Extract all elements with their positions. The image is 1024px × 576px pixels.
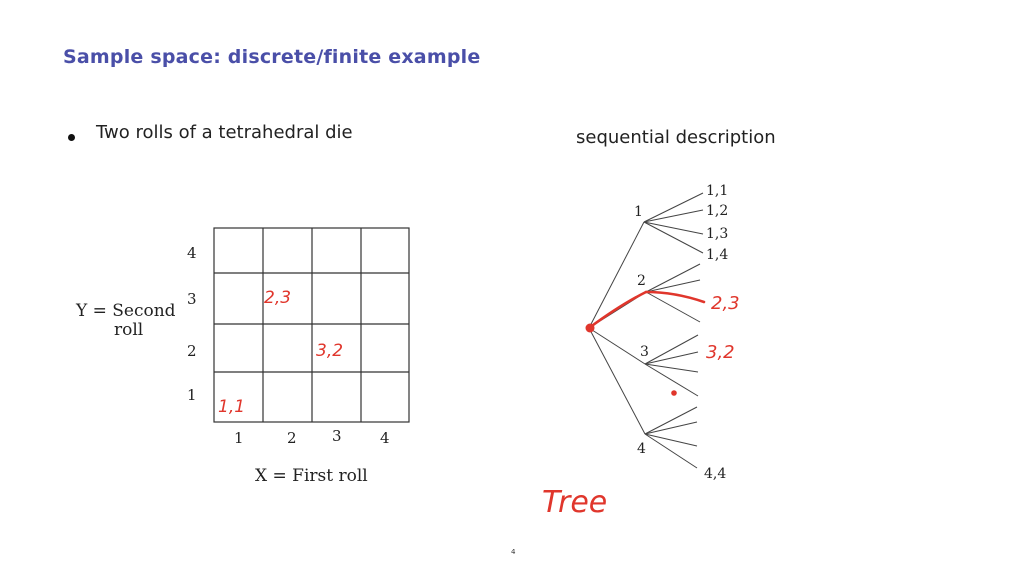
bullet-icon xyxy=(68,134,75,141)
sequential-description-label: sequential description xyxy=(576,127,776,148)
leaf-1-3: 1,3 xyxy=(706,226,728,242)
tree-caption: Tree xyxy=(542,485,607,520)
tree-branch xyxy=(644,406,698,435)
x-axis-label: X = First roll xyxy=(255,466,368,486)
leaf-1-4: 1,4 xyxy=(706,247,728,263)
leaf-1-2: 1,2 xyxy=(706,203,728,219)
tree-branch xyxy=(645,263,701,293)
tree-branch xyxy=(644,363,699,397)
y-tick-4: 4 xyxy=(187,244,197,262)
x-tick-4: 4 xyxy=(380,429,390,447)
x-tick-1: 1 xyxy=(234,429,244,447)
tree-node-1: 1 xyxy=(634,204,643,220)
highlight-branch-root xyxy=(587,290,648,330)
tree-branch xyxy=(643,221,704,235)
tree-leaf-labels: 1,1 1,2 1,3 1,4 4,4 xyxy=(704,183,728,482)
root-node-dot xyxy=(585,323,595,333)
y-tick-2: 2 xyxy=(187,342,197,360)
tree-node-4: 4 xyxy=(637,441,646,457)
annotation-1-1: 1,1 xyxy=(218,397,245,417)
leaf-4-4: 4,4 xyxy=(704,466,726,482)
y-tick-1: 1 xyxy=(187,386,197,404)
annotation-3-2: 3,2 xyxy=(316,341,343,361)
tree-branch xyxy=(643,221,704,254)
tree-branch xyxy=(644,421,698,435)
tree-branch xyxy=(645,291,701,323)
annotation-2-3: 2,3 xyxy=(264,288,291,308)
y-tick-labels: 4 3 2 1 xyxy=(187,244,197,404)
y-tick-3: 3 xyxy=(187,290,197,308)
tree-annotation-2-3: 2,3 xyxy=(711,293,740,314)
page-number: 4 xyxy=(511,548,516,556)
tree-branch xyxy=(643,192,704,223)
highlight-dot xyxy=(671,390,677,396)
tree-branch xyxy=(588,221,645,329)
tree-branch xyxy=(644,334,699,365)
tree-node-2: 2 xyxy=(637,273,646,289)
tree-branch xyxy=(588,327,646,435)
tree-branch xyxy=(644,433,698,469)
x-tick-3: 3 xyxy=(332,427,342,445)
y-axis-label-line1: Y = Second xyxy=(75,301,176,321)
tree-branch xyxy=(645,279,701,293)
tree-branch xyxy=(644,351,699,365)
y-axis-label-line2: roll xyxy=(114,320,143,340)
slide-title: Sample space: discrete/finite example xyxy=(63,46,481,68)
cell-annotations: 1,1 2,3 3,2 xyxy=(218,288,343,417)
tree-highlight-labels: 2,3 3,2 Tree xyxy=(542,293,740,520)
x-tick-labels: 1 2 3 4 xyxy=(234,427,390,447)
leaf-1-1: 1,1 xyxy=(706,183,728,199)
tree-level1-labels: 1 2 3 4 xyxy=(634,204,649,457)
highlight-branch-2-3 xyxy=(644,290,706,304)
tree-node-3: 3 xyxy=(640,344,649,360)
tree-branch xyxy=(588,327,646,365)
tree-branch xyxy=(644,363,699,373)
tree-branch xyxy=(643,209,704,223)
tree-annotation-3-2: 3,2 xyxy=(706,342,735,363)
highlight-path xyxy=(587,290,706,330)
tree-branch xyxy=(644,433,698,447)
bullet-text: Two rolls of a tetrahedral die xyxy=(96,122,353,143)
outcome-grid xyxy=(213,227,410,423)
tree-branches xyxy=(588,192,704,469)
x-tick-2: 2 xyxy=(287,429,297,447)
